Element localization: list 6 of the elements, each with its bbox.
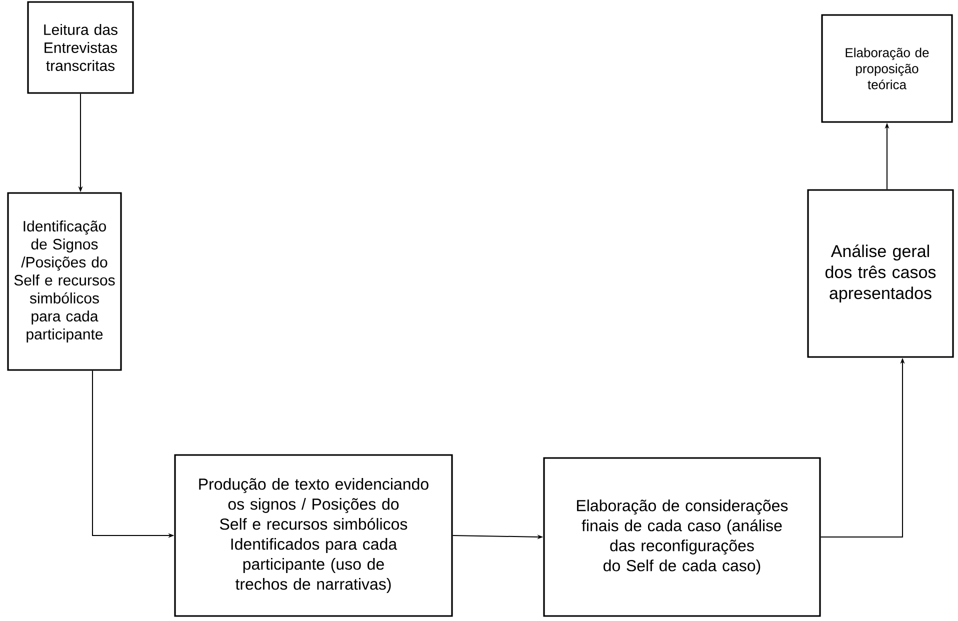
process-box: Elaboração de proposição teórica <box>821 14 953 123</box>
process-box: Elaboração de considerações finais de cada caso (análise das reconfigurações do Self de cada caso) <box>543 457 821 617</box>
process-box: Identificação de Signos /Posições do Self e recursos simbólicos para cada participante <box>7 192 122 371</box>
process-box: Leitura das Entrevistas transcritas <box>27 1 134 94</box>
process-box: Análise geral dos três casos apresentados <box>807 189 954 358</box>
process-box: Produção de texto evidenciando os signos / Posições do Self e recursos simbólicos Identificados para cada participante (uso de trechos de narrativas) <box>174 454 453 617</box>
